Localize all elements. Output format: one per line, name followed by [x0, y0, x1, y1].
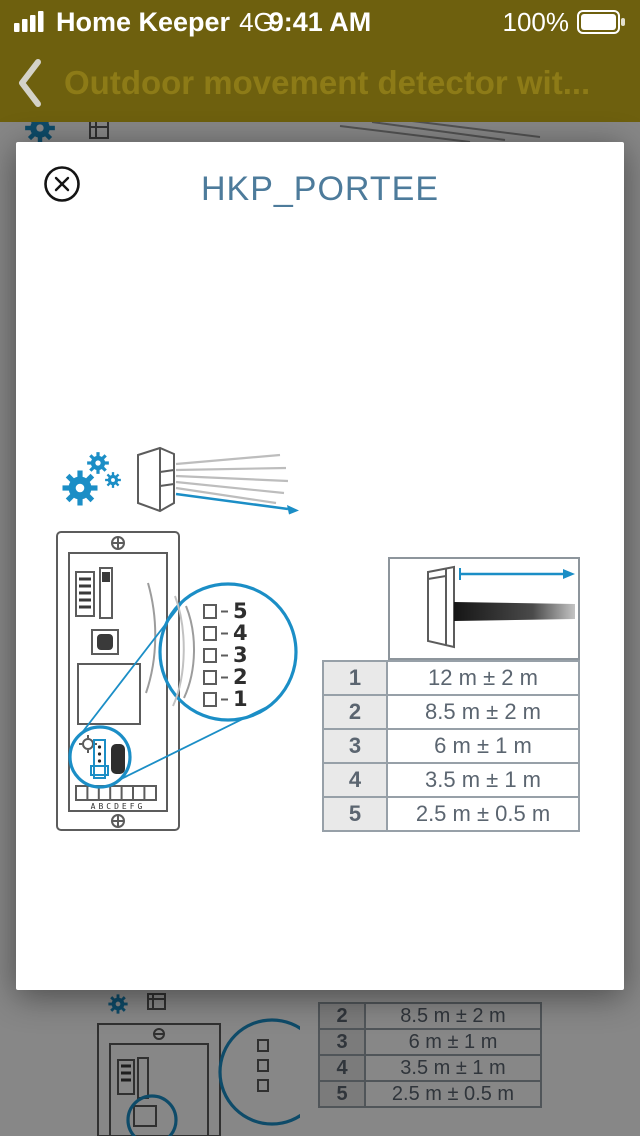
range-value: 3.5 m ± 1 m	[364, 1054, 542, 1082]
table-row: 4 3.5 m ± 1 m	[322, 762, 580, 798]
carrier-label: Home Keeper	[56, 6, 231, 37]
table-row: 1 12 m ± 2 m	[322, 660, 580, 696]
device-internals-diagram: ABCDEFG 5 4	[56, 531, 298, 831]
modal-title: HKP_PORTEE	[200, 170, 439, 208]
status-left-group: Home Keeper 4G	[14, 7, 274, 38]
switch-position: 5	[318, 1080, 366, 1108]
switch-position: 4	[318, 1054, 366, 1082]
highlight-circle	[68, 725, 132, 789]
switch-position: 1	[322, 660, 388, 696]
range-value: 6 m ± 1 m	[386, 728, 580, 764]
switch-position: 3	[322, 728, 388, 764]
content-area: 2 8.5 m ± 2 m 3 6 m ± 1 m 4 3.5 m ± 1 m …	[0, 122, 640, 1136]
table-row: 4 3.5 m ± 1 m	[318, 1054, 542, 1082]
gear-icon	[87, 452, 109, 474]
close-button[interactable]	[42, 164, 82, 204]
motion-detector-icon	[137, 446, 175, 513]
network-type-label: 4G	[239, 6, 274, 37]
battery-icon	[577, 10, 625, 34]
dial-number: 3	[233, 643, 248, 667]
detection-beam-wedge	[454, 602, 575, 621]
terminal-labels: ABCDEFG	[91, 802, 146, 811]
button-component	[91, 629, 119, 655]
dial-number: 1	[233, 687, 248, 711]
table-row: 2 8.5 m ± 2 m	[322, 694, 580, 730]
table-row: 3 6 m ± 1 m	[318, 1028, 542, 1056]
back-button[interactable]	[10, 53, 50, 113]
dip-switch-block	[75, 571, 95, 617]
magnified-slider-track	[203, 604, 228, 707]
range-value: 6 m ± 1 m	[364, 1028, 542, 1056]
background-page-top-fragment	[25, 122, 541, 143]
switch-position: 4	[322, 762, 388, 798]
range-arrow-icon	[459, 568, 575, 580]
switch-position: 2	[322, 694, 388, 730]
range-value: 12 m ± 2 m	[386, 660, 580, 696]
range-value: 2.5 m ± 0.5 m	[364, 1080, 542, 1108]
nav-title: Outdoor movement detector wit...	[64, 64, 591, 101]
switch-position: 2	[318, 1002, 366, 1030]
range-table: 1 12 m ± 2 m 2 8.5 m ± 2 m 3 6 m ± 1 m 4…	[322, 660, 580, 832]
table-row: 5 2.5 m ± 0.5 m	[322, 796, 580, 832]
background-page-bottom-fragment	[97, 993, 300, 1136]
nav-bar: Outdoor movement detector wit...	[0, 44, 640, 122]
clock: 9:41 AM	[268, 6, 372, 37]
chevron-left-icon	[19, 59, 41, 107]
gear-icon	[105, 472, 121, 488]
range-side-view-diagram	[388, 557, 580, 660]
signal-strength-icon	[14, 11, 44, 32]
dial-number: 2	[233, 665, 248, 689]
screw-icon	[111, 536, 125, 550]
range-value: 2.5 m ± 0.5 m	[386, 796, 580, 832]
status-bar: Home Keeper 4G 9:41 AM 100%	[0, 0, 640, 44]
image-viewer-modal: HKP_PORTEE	[16, 142, 624, 990]
settings-gears-and-detector-illustration	[62, 446, 299, 515]
range-value: 8.5 m ± 2 m	[364, 1002, 542, 1030]
close-icon	[44, 166, 80, 202]
label-area	[77, 663, 141, 725]
switch-position: 5	[322, 796, 388, 832]
table-row: 2 8.5 m ± 2 m	[318, 1002, 542, 1030]
detector-profile	[427, 565, 455, 649]
beam-rays	[175, 453, 289, 505]
dial-number: 4	[233, 621, 248, 645]
terminal-connector: ABCDEFG	[75, 785, 157, 811]
magnifier-circle	[158, 582, 298, 722]
dial-number: 5	[233, 599, 248, 623]
table-row: 3 6 m ± 1 m	[322, 728, 580, 764]
range-value: 8.5 m ± 2 m	[386, 694, 580, 730]
screw-icon	[111, 814, 125, 828]
status-right-group: 100%	[503, 7, 627, 38]
background-range-table: 2 8.5 m ± 2 m 3 6 m ± 1 m 4 3.5 m ± 1 m …	[318, 1002, 542, 1108]
table-row: 5 2.5 m ± 0.5 m	[318, 1080, 542, 1108]
range-value: 3.5 m ± 1 m	[386, 762, 580, 798]
range-slider-component	[90, 739, 125, 779]
beam-arrow-icon	[175, 492, 299, 515]
gear-icon	[62, 470, 98, 506]
battery-percent: 100%	[502, 6, 570, 37]
switch-position: 3	[318, 1028, 366, 1056]
